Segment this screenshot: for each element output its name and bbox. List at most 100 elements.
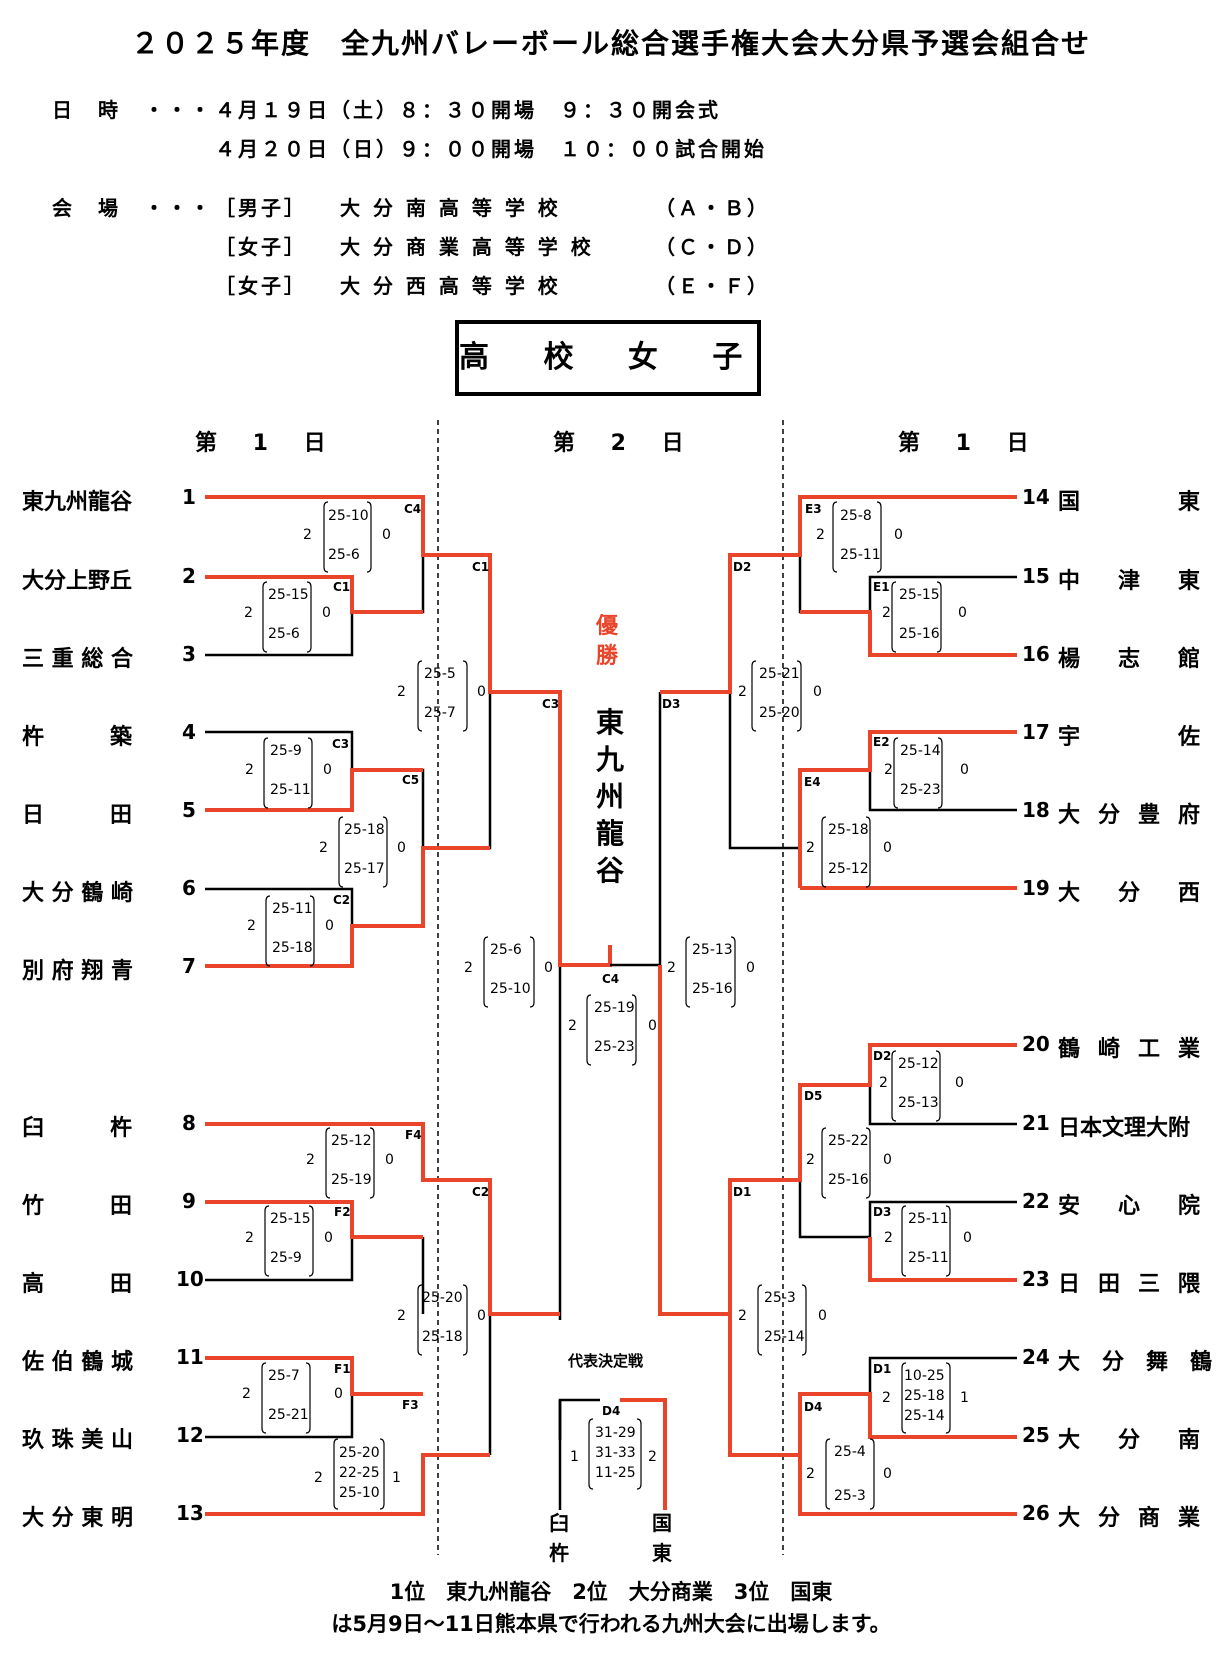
team-name-right: 安 心 院	[1058, 1194, 1200, 1219]
set-score: 25-20	[422, 1290, 463, 1306]
sets-won: 2	[884, 762, 893, 778]
sets-won: 2	[319, 840, 328, 856]
day-label-left: 第 1 日	[195, 431, 340, 456]
sets-won: 2	[242, 1386, 251, 1402]
team-name-right: 大 分 西	[1058, 881, 1200, 906]
set-score: 25-23	[900, 782, 941, 798]
set-score: 25-18	[828, 822, 869, 838]
set-score: 25-6	[268, 626, 300, 642]
set-score: 25-18	[422, 1329, 463, 1345]
sets-lost: 0	[818, 1308, 827, 1324]
set-score: 25-12	[828, 861, 869, 877]
sets-lost: 0	[477, 1308, 486, 1324]
court-label: F1	[334, 1362, 351, 1376]
set-score: 25-13	[898, 1095, 939, 1111]
sets-won: 2	[879, 1075, 888, 1091]
sets-lost: 0	[324, 1230, 333, 1246]
set-score: 25-5	[424, 666, 456, 682]
schedule-label: 日 時 ・・・	[52, 98, 213, 122]
team-number: 17	[1022, 720, 1050, 744]
set-score: 25-23	[594, 1039, 635, 1055]
set-score: 25-4	[834, 1444, 866, 1460]
court-label: C1	[333, 580, 351, 594]
sets-won: 2	[247, 918, 256, 934]
set-score: 25-9	[270, 1250, 302, 1266]
court-label: E1	[873, 580, 890, 594]
set-score: 22-25	[339, 1465, 380, 1481]
venue-category: ［女子］	[215, 235, 307, 259]
sets-lost: 0	[397, 840, 406, 856]
set-score: 25-18	[272, 940, 313, 956]
sets-won: 2	[303, 527, 312, 543]
sets-lost: 0	[544, 960, 553, 976]
set-score: 25-16	[899, 626, 940, 642]
team-number: 20	[1022, 1032, 1050, 1056]
set-score: 25-7	[268, 1368, 300, 1384]
court-label: F2	[334, 1205, 351, 1219]
team-number: 4	[182, 720, 196, 744]
venue-name: 大 分 商 業 高 等 学 校	[340, 235, 594, 259]
set-score: 11-25	[595, 1465, 636, 1481]
set-score: 25-6	[490, 942, 522, 958]
court-label: C1	[472, 560, 490, 574]
sets-lost: 0	[325, 918, 334, 934]
sets-lost: 0	[958, 605, 967, 621]
set-score: 25-12	[898, 1056, 939, 1072]
sets-won: 2	[738, 1308, 747, 1324]
team-number: 23	[1022, 1267, 1050, 1291]
set-score: 25-13	[692, 942, 733, 958]
set-score: 25-21	[268, 1407, 309, 1423]
sets-lost: 0	[323, 762, 332, 778]
set-score: 25-10	[339, 1485, 380, 1501]
court-label: C5	[402, 773, 420, 787]
venue-category: ［男子］	[215, 196, 307, 220]
court-label: F3	[402, 1398, 419, 1412]
set-score: 25-11	[272, 901, 313, 917]
sets-won: 2	[884, 1230, 893, 1246]
team-number: 15	[1022, 564, 1050, 588]
court-label: C4	[404, 502, 422, 516]
sets-lost: 1	[960, 1390, 969, 1406]
sets-won: 2	[806, 1152, 815, 1168]
playoff-team-right: 国東	[652, 1511, 672, 1565]
court-label: E4	[804, 775, 821, 789]
set-score: 25-6	[328, 547, 360, 563]
sets-lost: 0	[382, 527, 391, 543]
team-name-left: 大分上野丘	[22, 569, 133, 594]
court-label: D1	[873, 1362, 892, 1376]
sets-lost: 0	[960, 762, 969, 778]
team-number: 6	[182, 876, 196, 900]
team-number: 8	[182, 1111, 196, 1135]
court-label: F4	[405, 1128, 422, 1142]
set-score: 31-33	[595, 1445, 636, 1461]
court-label: C3	[332, 737, 350, 751]
set-score: 25-15	[899, 587, 940, 603]
set-score: 25-17	[344, 861, 385, 877]
set-score: 25-3	[834, 1488, 866, 1504]
team-name-right: 大 分 商 業	[1058, 1506, 1200, 1531]
team-name-left: 玖 珠 美 山	[22, 1428, 133, 1453]
sets-won: 2	[397, 684, 406, 700]
sets-won: 2	[244, 605, 253, 621]
sets-won: 2	[816, 527, 825, 543]
court-label: D2	[873, 1049, 892, 1063]
sets-lost: 0	[477, 684, 486, 700]
team-number: 2	[182, 564, 196, 588]
sets-lost: 0	[813, 684, 822, 700]
sets-lost: 0	[955, 1075, 964, 1091]
sets-won: 2	[245, 1230, 254, 1246]
venue-category: ［女子］	[215, 274, 307, 298]
venue-name: 大 分 南 高 等 学 校	[340, 196, 561, 220]
sets-lost: 1	[570, 1449, 579, 1465]
set-score: 25-14	[764, 1329, 805, 1345]
set-score: 25-11	[840, 547, 881, 563]
sets-lost: 1	[392, 1470, 401, 1486]
sets-lost: 0	[894, 527, 903, 543]
team-number: 16	[1022, 642, 1050, 666]
team-number: 5	[182, 798, 196, 822]
court-label: D1	[733, 1185, 752, 1199]
sets-won: 2	[738, 684, 747, 700]
playoff-team-left: 臼杵	[549, 1511, 569, 1565]
team-name-left: 臼 杵	[22, 1116, 133, 1141]
sets-won: 2	[806, 840, 815, 856]
